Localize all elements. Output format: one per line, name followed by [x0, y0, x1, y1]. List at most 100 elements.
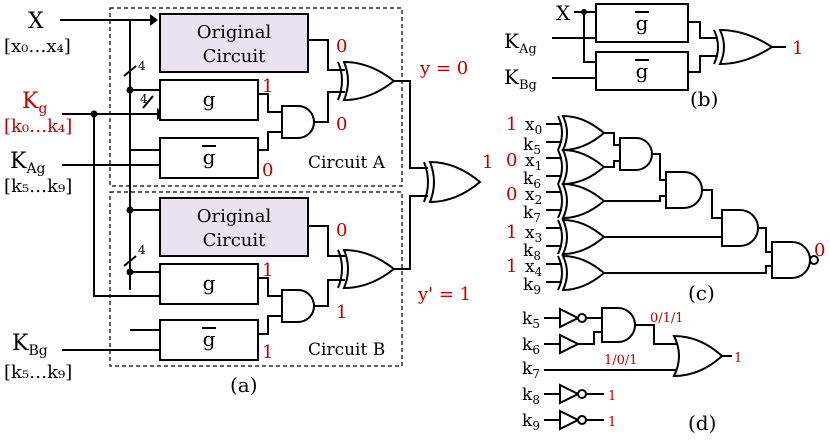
c-val-4: 1: [506, 256, 517, 277]
c-xor4-back: [557, 255, 563, 291]
xor-gate-a: [342, 60, 396, 102]
b-key-wires: [552, 37, 596, 79]
caption-c: (c): [688, 281, 715, 305]
final-xor-back: [423, 161, 429, 203]
b-kbg-label: KBg: [504, 65, 537, 93]
d-and-value: 0/1/1: [650, 311, 684, 326]
b-gbar-block-2: [595, 51, 689, 91]
c-x3-label: x3: [525, 223, 542, 245]
d-bubble-k5: [577, 313, 587, 323]
junction: [126, 268, 134, 276]
final-out-value: 1: [482, 152, 493, 173]
c-xor-gate-4: [561, 254, 606, 292]
kag-input-label: KAg: [10, 149, 46, 177]
xor-b-inputs: [308, 225, 345, 307]
c-input-wires: [546, 123, 562, 283]
c-and-gate-1: [619, 137, 653, 171]
c-x1-label: x1: [525, 151, 542, 173]
circuit-b-box: [109, 191, 403, 367]
x-range-label: [x₀…x₄]: [4, 36, 71, 57]
c-val-3: 1: [506, 222, 517, 243]
and-gate-a: [281, 105, 315, 139]
gbar-block-a: [159, 137, 259, 179]
g-block-b-label: g: [203, 271, 216, 295]
d-k6-label: k6: [522, 335, 540, 357]
c-xor-gate-0: [561, 114, 606, 152]
final-xor-inputs: [394, 80, 428, 270]
kag-range-label: [k₅…k₉]: [4, 176, 72, 197]
original-circuit-a-line1: Original: [197, 22, 272, 43]
b-xor-back: [713, 29, 719, 65]
c-x4-label: x4: [525, 257, 543, 279]
d-bubble-k8: [577, 389, 587, 399]
yprime-output-label: y' = 1: [417, 284, 471, 305]
d-k9-label: k9: [522, 411, 540, 433]
d-k8-label: k8: [522, 385, 540, 407]
bus-width-label: 4: [138, 59, 146, 73]
c-nand-gate: [771, 241, 811, 279]
d-k9-out: 1: [608, 415, 616, 430]
c-k6-label: k6: [523, 169, 541, 191]
c-xor-gate-3: [561, 218, 606, 256]
c-xor-gate-1: [561, 148, 606, 186]
c-and-gate-3: [721, 209, 759, 247]
xor-b-back: [337, 249, 343, 289]
junction: [126, 86, 134, 94]
bus-width-label: 4: [138, 243, 146, 257]
circuit-b-label: Circuit B: [308, 340, 385, 360]
b-gbar-block-1: [595, 3, 689, 43]
val-and-a: 0: [336, 114, 347, 135]
gbar-block-a-label: g: [203, 145, 216, 169]
gbar-block-b: [159, 319, 259, 361]
bus-slash: [142, 95, 154, 109]
d-and-gate: [601, 307, 636, 343]
b-kag-label: KAg: [504, 29, 537, 57]
xor-gate-b: [342, 248, 396, 290]
circuit-a-label: Circuit A: [308, 153, 386, 173]
final-xor-gate: [428, 160, 482, 204]
val-gbar-a: 0: [262, 160, 273, 181]
xor-a-back: [337, 61, 343, 101]
panel-c: 1 x0 k5 0 x1 k6 0 x2 k7 1 x3 k8 1 x4 k9: [506, 114, 825, 305]
d-and-inputs: [578, 317, 602, 345]
and-b-inputs: [258, 277, 282, 335]
c-xor1-back: [557, 149, 563, 185]
caption-d: (d): [688, 411, 716, 435]
c-val-0: 1: [506, 114, 517, 135]
caption-b: (b): [690, 87, 718, 111]
original-circuit-b-line2: Circuit: [203, 230, 267, 251]
x-branch-wires: [130, 89, 160, 331]
panel-d: k5 k6 k7 k8 k9 0/1/1 1/0/1 1 1 1 (d): [522, 307, 742, 435]
c-nand-inputs: [604, 227, 772, 274]
c-and3-inputs: [604, 189, 722, 238]
and-a-inputs: [258, 93, 282, 151]
c-x2-label: x2: [525, 185, 542, 207]
bus-slash: [123, 65, 137, 77]
d-k7-label: k7: [522, 359, 540, 381]
x-arrow: [150, 14, 158, 26]
c-and1-inputs: [604, 132, 620, 168]
c-val-1: 0: [506, 150, 517, 171]
d-or-out-value: 1: [734, 351, 742, 366]
c-k9-label: k9: [523, 275, 541, 297]
kbg-range-label: [k₅…k₉]: [4, 362, 72, 383]
junction: [581, 9, 587, 15]
c-xor3-back: [557, 219, 563, 255]
val-gbar-b: 1: [262, 342, 273, 363]
g-block-b: [159, 263, 259, 305]
original-circuit-b: [159, 197, 309, 257]
c-xor2-back: [557, 183, 563, 219]
d-bubble-k9: [577, 415, 587, 425]
c-and-gate-2: [665, 171, 703, 209]
d-input-wires: [544, 317, 560, 421]
val-orig-b: 0: [336, 220, 347, 241]
b-xor-inputs: [688, 21, 718, 73]
d-buffer-k6: [559, 333, 581, 355]
c-xor0-back: [557, 115, 563, 151]
kg-input-label: Kg: [22, 89, 47, 117]
d-inverter-k5: [559, 307, 581, 329]
b-x-label: X: [556, 1, 571, 25]
caption-a: (a): [230, 373, 258, 397]
d-output-wires: [586, 393, 604, 421]
